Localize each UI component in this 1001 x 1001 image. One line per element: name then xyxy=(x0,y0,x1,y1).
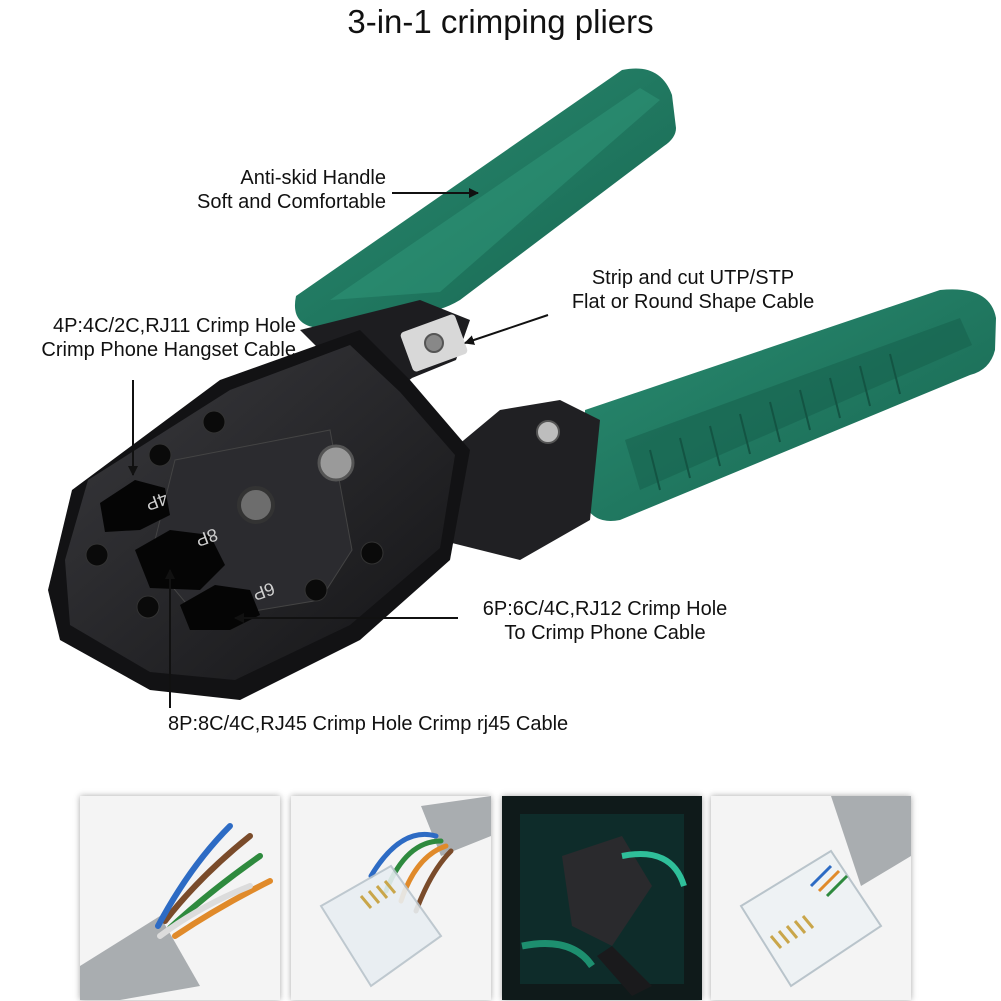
rj11-callout-line2: Crimp Phone Hangset Cable xyxy=(41,339,296,361)
strip-callout-line2: Flat or Round Shape Cable xyxy=(571,291,815,313)
rj45-callout: 8P:8C/4C,RJ45 Crimp Hole Crimp rj45 Cabl… xyxy=(168,712,568,736)
rj45-callout-line1: 8P:8C/4C,RJ45 Crimp Hole Crimp rj45 Cabl… xyxy=(168,713,569,735)
rj12-callout: 6P:6C/4C,RJ12 Crimp Hole To Crimp Phone … xyxy=(462,597,748,645)
strip-callout-arrow xyxy=(464,314,549,345)
strip-callout: Strip and cut UTP/STP Flat or Round Shap… xyxy=(548,266,838,314)
rj12-callout-line1: 6P:6C/4C,RJ12 Crimp Hole xyxy=(482,598,728,620)
page-title: 3-in-1 crimping pliers xyxy=(347,3,654,40)
rj45-plug-with-wires-photo xyxy=(291,796,491,1000)
rj45-crimp-hole xyxy=(135,530,225,590)
crimping-pliers-illustration: 4P 8P 6P xyxy=(48,68,996,708)
upper-handle xyxy=(294,68,676,328)
handle-callout: Anti-skid Handle Soft and Comfortable xyxy=(160,166,386,214)
lower-handle xyxy=(585,289,996,521)
rj11-callout-line1: 4P:4C/2C,RJ11 Crimp Hole xyxy=(52,315,296,337)
crimped-rj45-connector-photo xyxy=(711,796,911,1000)
lower-jaw-linkage xyxy=(440,400,600,560)
stripped-cable-photo xyxy=(80,796,280,1000)
rj11-crimp-hole xyxy=(100,480,170,532)
rj12-callout-line2: To Crimp Phone Cable xyxy=(504,622,706,644)
upper-jaw xyxy=(300,300,470,404)
strip-callout-line1: Strip and cut UTP/STP xyxy=(591,267,795,289)
rj11-callout: 4P:4C/2C,RJ11 Crimp Hole Crimp Phone Han… xyxy=(0,314,296,362)
handle-callout-line2: Soft and Comfortable xyxy=(197,191,386,213)
crimping-in-use-photo xyxy=(502,796,702,1000)
crimper-head: 4P 8P 6P xyxy=(48,330,470,700)
handle-callout-line1: Anti-skid Handle xyxy=(240,167,386,189)
